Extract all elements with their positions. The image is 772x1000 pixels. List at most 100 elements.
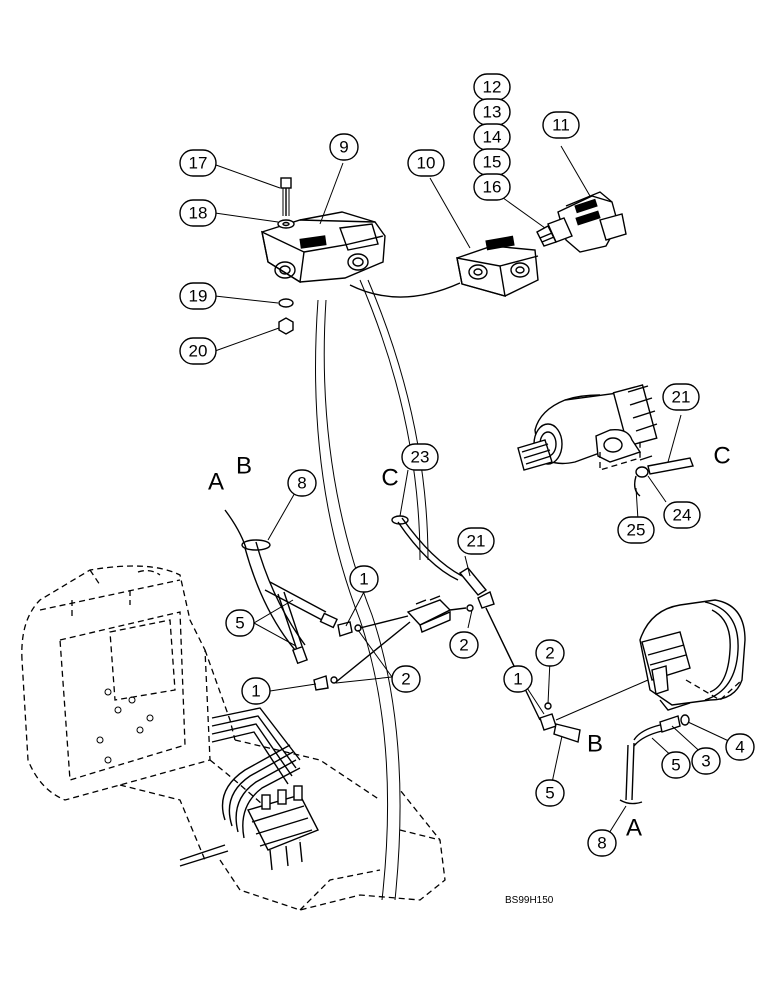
nut-20 — [278, 317, 294, 335]
callout-5-pump: 5 — [661, 751, 691, 779]
callout-2-mid-label: 2 — [459, 636, 468, 655]
callout-18-label: 18 — [189, 204, 208, 223]
callout-2-center: 2 — [391, 665, 421, 693]
callout-10: 10 — [407, 149, 445, 177]
callout-8-lower: 8 — [587, 829, 617, 857]
clamp-23 — [391, 515, 409, 525]
callout-15: 15 — [473, 148, 511, 176]
callout-25-label: 25 — [627, 521, 646, 540]
callout-16-label: 16 — [483, 178, 502, 197]
letter-c-center: C — [381, 465, 398, 492]
callout-16: 16 — [473, 173, 511, 201]
callout-14: 14 — [473, 123, 511, 151]
letter-b-lower: B — [587, 731, 603, 758]
callout-21-lower: 21 — [457, 527, 495, 555]
callout-9: 9 — [329, 133, 359, 161]
callout-10-label: 10 — [417, 154, 436, 173]
callout-14-label: 14 — [483, 128, 502, 147]
callout-5-b: 5 — [535, 779, 565, 807]
hose-long-1 — [315, 299, 389, 901]
callout-19-label: 19 — [189, 287, 208, 306]
fitting-21-lower — [477, 591, 495, 609]
callout-9-label: 9 — [339, 138, 348, 157]
solenoid-assembly — [517, 384, 658, 471]
letter-b-upper: B — [236, 453, 252, 480]
callout-12-label: 12 — [483, 78, 502, 97]
hose-a-lower — [625, 742, 635, 801]
callout-8-lower-label: 8 — [597, 834, 606, 853]
hose-a-upper — [244, 547, 296, 651]
callout-17: 17 — [179, 149, 217, 177]
callout-24-label: 24 — [673, 506, 692, 525]
washer-18-hole — [282, 221, 290, 227]
fitting-3 — [659, 715, 681, 733]
callout-2-right: 2 — [535, 639, 565, 667]
clamp-8-lower — [619, 799, 643, 805]
callout-2-mid: 2 — [449, 631, 479, 659]
hose-21-lower — [458, 567, 488, 596]
callout-5-pump-label: 5 — [671, 756, 680, 775]
callout-8-upper-label: 8 — [297, 474, 306, 493]
callout-12: 12 — [473, 73, 511, 101]
callout-24: 24 — [663, 501, 701, 529]
callout-21-upper: 21 — [662, 383, 700, 411]
hose-long-2 — [359, 279, 421, 561]
hose-5-lower — [277, 591, 303, 651]
hose-long-2b — [367, 279, 429, 561]
fitting-5-lower — [292, 645, 308, 665]
callout-13-label: 13 — [483, 103, 502, 122]
cab-frame-outline — [21, 565, 446, 911]
washer-19 — [278, 298, 294, 308]
callout-15-label: 15 — [483, 153, 502, 172]
hose-c-b — [397, 521, 459, 581]
hydraulic-pump — [639, 599, 746, 711]
bolt-17 — [280, 177, 292, 216]
callout-17-label: 17 — [189, 154, 208, 173]
callout-11: 11 — [542, 111, 580, 139]
fitting-5-b — [553, 723, 581, 743]
callout-1-lower-left: 1 — [241, 677, 271, 705]
letter-a-upper: A — [208, 469, 224, 496]
elbow-1-lower — [313, 675, 329, 691]
hose-5-pump — [633, 724, 663, 747]
callout-5-left-label: 5 — [235, 614, 244, 633]
callout-4: 4 — [725, 733, 755, 761]
clamp-8 — [241, 539, 271, 551]
hose-long-1b — [323, 299, 401, 901]
solenoid-valve-11 — [536, 191, 627, 253]
elbow-1-b — [539, 713, 557, 731]
valve-block-10 — [456, 235, 539, 297]
callout-1-upper: 1 — [349, 565, 379, 593]
oring-2-b — [330, 676, 338, 684]
oring-4 — [680, 714, 690, 726]
washer-18 — [277, 219, 295, 229]
hose-21-upper — [633, 457, 694, 497]
callout-19: 19 — [179, 282, 217, 310]
callout-20: 20 — [179, 337, 217, 365]
letter-a-lower: A — [626, 815, 642, 842]
hose-c — [401, 517, 463, 577]
callout-18: 18 — [179, 199, 217, 227]
fitting-5-upper — [319, 612, 338, 629]
control-valve-stack — [179, 707, 319, 871]
elbow-1-upper — [337, 621, 353, 637]
callout-11-label: 11 — [552, 116, 570, 135]
callout-23-label: 23 — [411, 448, 430, 467]
valve-block-9 — [261, 211, 386, 284]
callout-2-right-label: 2 — [545, 644, 554, 663]
callout-1-right: 1 — [503, 665, 533, 693]
letter-c-right: C — [713, 443, 730, 470]
callout-5-left: 5 — [225, 609, 255, 637]
hose-5-upper — [264, 581, 327, 621]
callout-1-lower-left-label: 1 — [251, 682, 260, 701]
callout-3: 3 — [691, 747, 721, 775]
callout-25: 25 — [617, 516, 655, 544]
callout-20-label: 20 — [189, 342, 208, 361]
callout-5-b-label: 5 — [545, 784, 554, 803]
drawing-code: BS99H150 — [505, 895, 554, 906]
callout-13: 13 — [473, 98, 511, 126]
center-manifold — [335, 595, 474, 683]
callout-1-right-label: 1 — [513, 670, 522, 689]
